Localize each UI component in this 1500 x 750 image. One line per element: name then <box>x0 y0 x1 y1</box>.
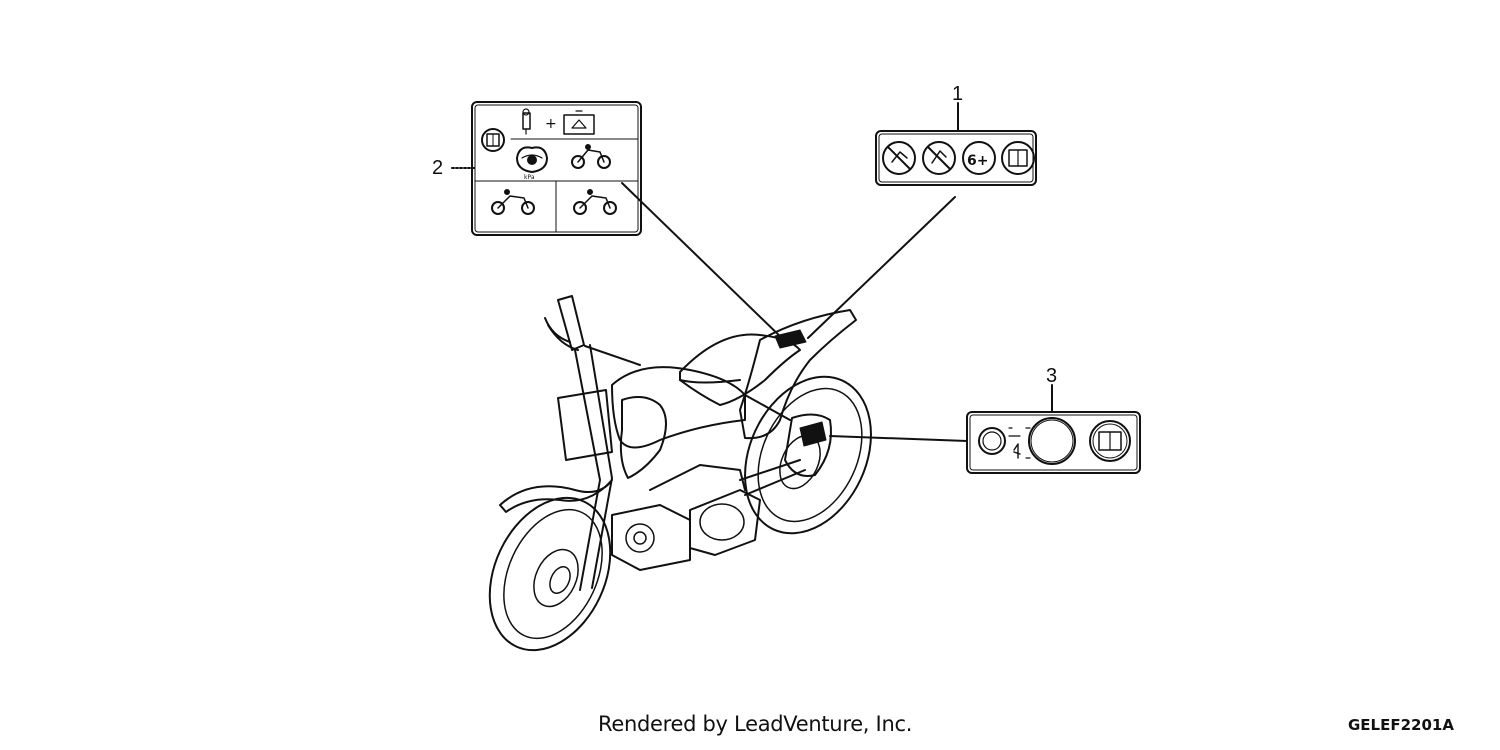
label-2-decal: + kPa <box>471 101 642 236</box>
decal-3-position <box>799 421 827 447</box>
front-fork <box>574 344 613 591</box>
callout-2: 2 <box>432 157 444 179</box>
toolbox-icon <box>563 110 595 135</box>
motorcycle-icon <box>573 189 617 215</box>
motorcycle-illustration <box>488 295 872 652</box>
owners-manual-icon <box>1089 420 1131 462</box>
svg-text:kPa: kPa <box>524 174 535 181</box>
svg-text:6+: 6+ <box>967 153 988 169</box>
callout-1: 1 <box>952 83 964 105</box>
front-wheel <box>488 496 612 652</box>
side-panel <box>784 413 832 477</box>
no-road-icon <box>922 141 956 175</box>
choke-dial-icon <box>1025 417 1076 465</box>
seat <box>679 333 801 406</box>
rear-wheel <box>744 375 872 535</box>
motorcycle-icon <box>491 189 535 215</box>
plus-sign: + <box>545 116 557 132</box>
number-plate <box>557 389 613 461</box>
fuel-pump-icon <box>522 108 531 135</box>
swingarm <box>739 459 806 496</box>
owners-manual-icon <box>481 128 505 152</box>
front-fender <box>499 479 613 513</box>
handlebar <box>544 295 641 366</box>
age-limit-icon: 6+ <box>962 141 996 175</box>
owners-manual-icon <box>1001 141 1035 175</box>
motorcycle-icon <box>571 144 611 169</box>
no-passenger-icon <box>882 141 916 175</box>
rear-fender <box>739 309 857 440</box>
callout-3: 3 <box>1046 365 1058 387</box>
tire-pressure-icon: kPa <box>516 146 548 181</box>
leader-lines <box>451 102 1053 442</box>
leader-line-2 <box>621 182 788 344</box>
fuel-tank <box>611 366 746 449</box>
exhaust <box>679 379 791 421</box>
leader-line-1 <box>807 196 956 339</box>
label-1-decal: 6+ <box>875 130 1037 186</box>
choke-knob-icon <box>978 427 1021 459</box>
decal-1-2-position <box>774 329 807 349</box>
diagram-code: GELEF2201A <box>1348 716 1454 734</box>
shroud <box>619 395 667 479</box>
label-3-decal <box>966 411 1141 474</box>
render-credit: Rendered by LeadVenture, Inc. <box>598 712 913 736</box>
engine <box>611 464 761 571</box>
leader-line-3 <box>829 435 968 442</box>
